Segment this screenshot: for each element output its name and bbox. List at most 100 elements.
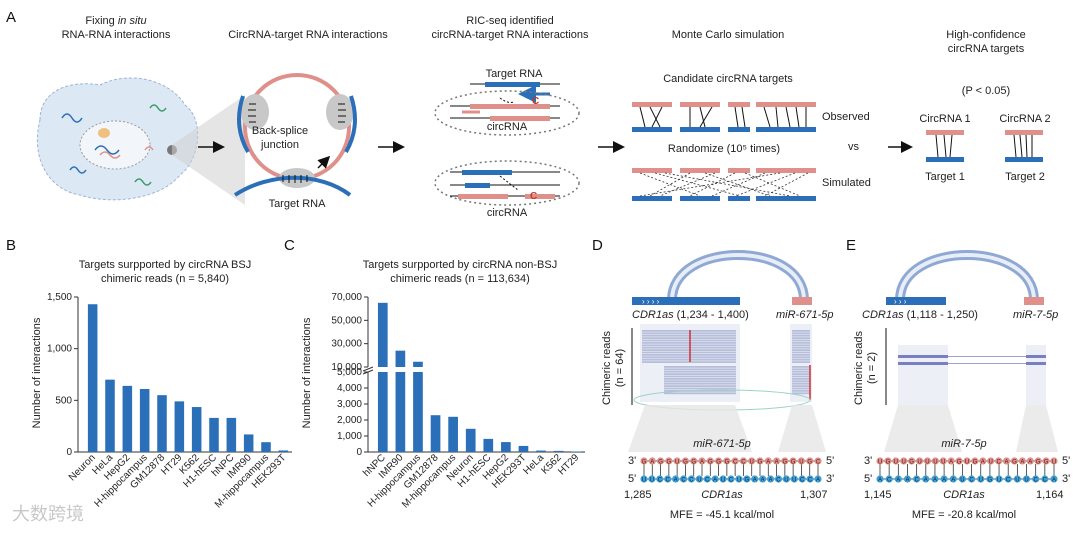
chart-c-bar [378, 372, 388, 452]
chart-c-bar [501, 442, 511, 452]
nucleotide-top-letter: A [1005, 460, 1009, 466]
read-segment [792, 359, 810, 361]
nucleotide-top-letter: G [909, 460, 914, 466]
e-reads-label-2: (n = 2) [866, 352, 878, 384]
nucleotide-top-letter: G [667, 460, 672, 466]
read-segment [792, 378, 810, 380]
nucleotide-bottom-letter: C [705, 478, 710, 484]
nucleotide-top-letter: G [725, 460, 730, 466]
nucleotide-bottom-letter: A [753, 478, 757, 484]
nucleotide-bottom-letter: U [650, 478, 654, 484]
c-mark-1: C [532, 96, 539, 107]
read-segment [792, 376, 810, 378]
nucleotide-bottom-letter: C [808, 478, 813, 484]
read-segment [792, 366, 810, 368]
nucleotide-top-letter: C [816, 460, 821, 466]
read-segment [642, 356, 736, 358]
chart-b-ytick-label: 1,500 [47, 292, 72, 303]
chart-c-bar [519, 446, 529, 452]
panel-a-label: A [6, 9, 16, 26]
chart-b-bar [209, 418, 219, 452]
nucleotide-top-letter: U [750, 460, 754, 466]
nucleotide-top-letter: C [741, 460, 746, 466]
d-reads-label-2: (n = 64) [614, 349, 626, 387]
high-confidence-illustration [926, 130, 1043, 162]
nucleotide-top-letter: G [1044, 460, 1049, 466]
chart-b-bar [157, 395, 167, 452]
nucleotide-bottom-letter: U [1015, 478, 1019, 484]
e-reads-track [884, 328, 1058, 452]
nucleotide-top-letter: U [989, 460, 993, 466]
nucleotide-bottom-letter: U [784, 478, 788, 484]
read-segment [642, 347, 736, 349]
circrna1-label: CircRNA 1 [919, 113, 970, 125]
e-right-mirna: miR-7-5p [1013, 309, 1058, 321]
nucleotide-top-letter: U [1052, 460, 1056, 466]
nucleotide-bottom-letter: U [979, 478, 983, 484]
e-3prime-bottom: 3' [1062, 473, 1070, 485]
nucleotide-top-letter: U [933, 460, 937, 466]
nucleotide-bottom-letter: C [887, 478, 892, 484]
read-segment [664, 376, 736, 378]
chart-b-bar [261, 442, 271, 452]
read-segment [792, 390, 810, 392]
nucleotide-bottom-letter: A [816, 478, 820, 484]
nucleotide-bottom-letter: C [800, 478, 805, 484]
nucleotide-bottom-letter: A [713, 478, 717, 484]
e-left-gene: CDR1as (1,118 - 1,250) [862, 309, 978, 321]
randomize-label: Randomize (10⁵ times) [668, 143, 780, 155]
d-mfe: MFE = -45.1 kcal/mol [670, 509, 774, 521]
c-mark-2: C [530, 191, 537, 202]
panel-e-arc: › › › [886, 255, 1044, 306]
d-right-mirna: miR-671-5p [776, 309, 833, 321]
nucleotide-bottom-letter: U [737, 478, 741, 484]
ric-seq-illustration [435, 82, 579, 205]
target-rna-small-label: Target RNA [486, 68, 544, 80]
nucleotide-bottom-letter: C [1034, 478, 1039, 484]
nucleotide-top-letter: G [716, 460, 721, 466]
d-3prime-top: 3' [628, 455, 636, 467]
read-segment [642, 335, 736, 337]
chart-c-ytick-label: 4,000 [337, 383, 362, 394]
nucleotide-bottom-letter: C [776, 478, 781, 484]
nucleotide-bottom-letter: U [792, 478, 796, 484]
read-segment [642, 359, 736, 361]
nucleotide-top-letter: G [886, 460, 891, 466]
nucleotide-bottom-letter: A [674, 478, 678, 484]
nucleotide-bottom-letter: A [924, 478, 928, 484]
nucleotide-top-letter: U [902, 460, 906, 466]
chart-b-bar [192, 407, 202, 452]
chart-c-ytick-label: 10,000 [331, 362, 362, 373]
nucleotide-top-letter: A [981, 460, 985, 466]
read-segment [664, 368, 736, 370]
nucleotide-top-letter: G [708, 460, 713, 466]
read-segment [642, 340, 736, 342]
read-segment [664, 388, 736, 390]
d-end-pos: 1,307 [800, 489, 828, 501]
nucleotide-top-letter: A [766, 460, 770, 466]
backsplice-label-2: junction [260, 139, 299, 151]
nucleotide-top-letter: C [996, 460, 1001, 466]
backsplice-label-1: Back-splice [252, 125, 308, 137]
nucleotide-bottom-letter: G [744, 478, 749, 484]
d-5prime-top: 5' [826, 455, 834, 467]
nucleotide-bottom-letter: A [769, 478, 773, 484]
chart-c-bar-upper [396, 351, 406, 367]
nucleotide-top-letter: G [973, 460, 978, 466]
vs-label: vs [848, 141, 860, 153]
nucleotide-bottom-letter: U [960, 478, 964, 484]
nucleotide-top-letter: G [642, 460, 647, 466]
chart-b-ytick-label: 500 [55, 395, 72, 406]
read-segment [792, 356, 810, 358]
nucleotide-top-letter: U [917, 460, 921, 466]
e-5prime-top: 5' [1062, 455, 1070, 467]
read-segment [664, 392, 736, 394]
nucleotide-top-letter: U [965, 460, 969, 466]
nucleotide-bottom-letter: C [681, 478, 686, 484]
read-segment [664, 373, 736, 375]
read-segment [792, 371, 810, 373]
nucleotide-top-letter: G [807, 460, 812, 466]
panel-e-label: E [846, 237, 856, 254]
read-segment [664, 371, 736, 373]
